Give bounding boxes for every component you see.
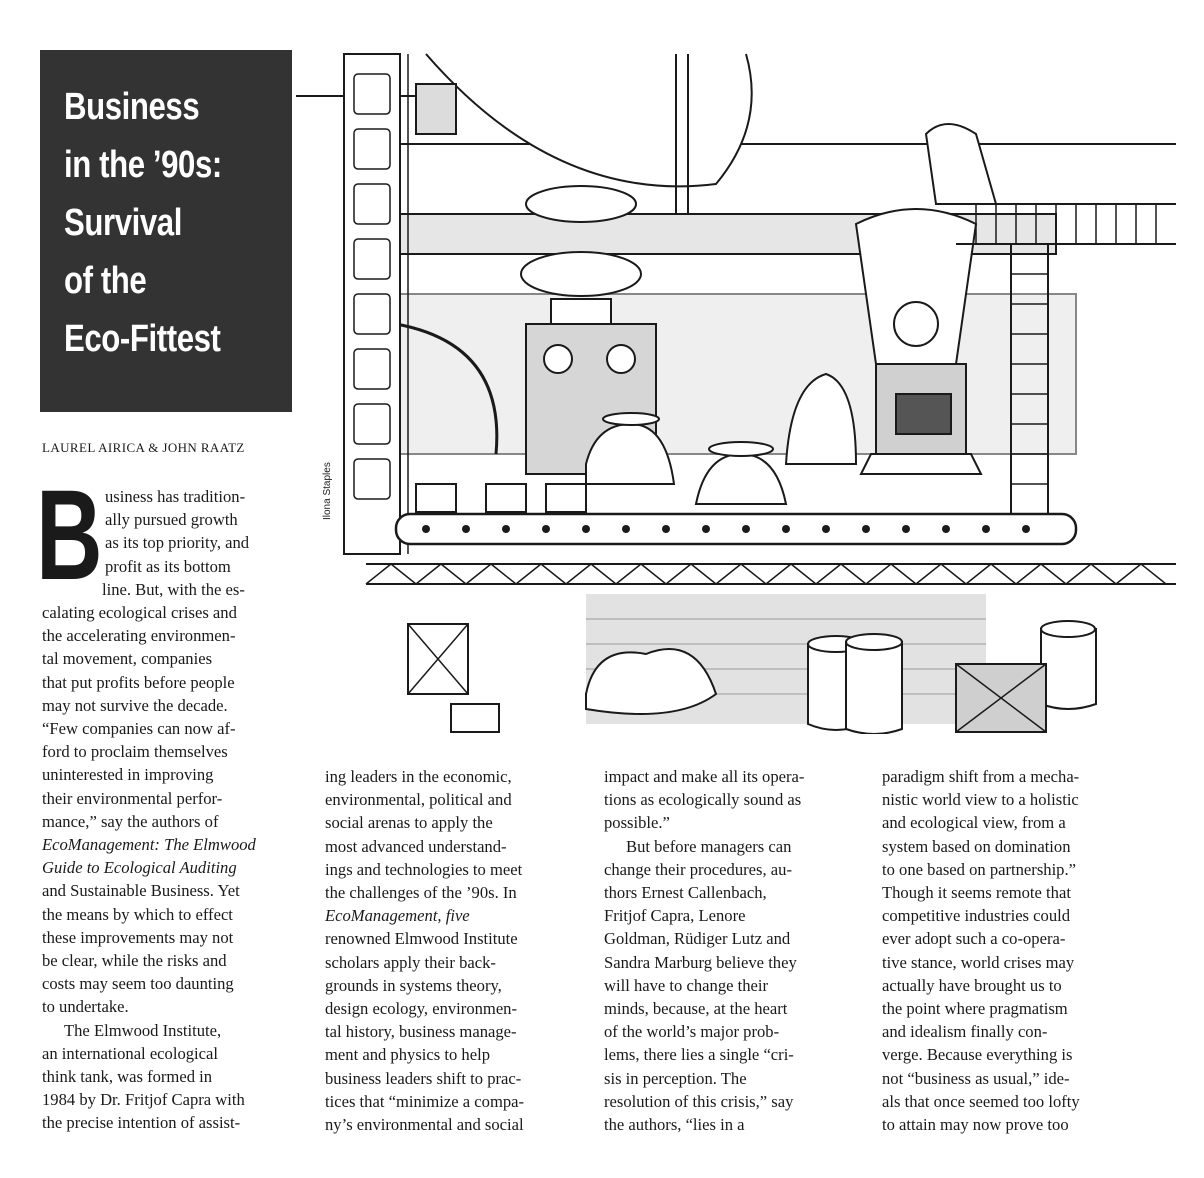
text-line: resolution of this crisis,” say bbox=[604, 1091, 794, 1111]
text-line: mance,” say the authors of bbox=[42, 811, 219, 831]
text-line: social arenas to apply the bbox=[325, 813, 493, 833]
text-line: tices that “minimize a compa- bbox=[325, 1091, 525, 1111]
text-line: ment and physics to help bbox=[325, 1045, 490, 1065]
text-line: uninterested in improving bbox=[42, 765, 214, 785]
text-line: an international ecological bbox=[42, 1043, 219, 1063]
text-line: their environmental perfor- bbox=[42, 788, 223, 808]
text-line: “Few companies can now af- bbox=[42, 719, 236, 739]
text-line: will have to change their bbox=[604, 975, 769, 995]
text-line: be clear, while the risks and bbox=[42, 951, 227, 971]
text-line: change their procedures, au- bbox=[604, 859, 792, 879]
text-line: paradigm shift from a mecha- bbox=[882, 767, 1080, 786]
article-column-3: impact and make all its opera- tions as … bbox=[604, 765, 804, 1136]
text-line: But before managers can bbox=[626, 836, 792, 856]
text-line: EcoManagement: The Elmwood bbox=[42, 833, 256, 856]
article-column-1-dropcap-block: usiness has tradition- ally pursued grow… bbox=[102, 485, 250, 601]
text-line: as its top priority, and bbox=[105, 533, 250, 553]
text-line: tions as ecologically sound as bbox=[604, 790, 802, 810]
headline-line: Survival bbox=[64, 202, 182, 244]
text-line: and idealism finally con- bbox=[882, 1022, 1048, 1042]
text-line: competitive industries could bbox=[882, 906, 1071, 926]
book-title-text: Guide to Ecological Auditing bbox=[42, 858, 237, 878]
text-line: calating ecological crises and bbox=[42, 603, 237, 622]
text-line: scholars apply their back- bbox=[325, 952, 496, 972]
text-line: thors Ernest Callenbach, bbox=[604, 883, 767, 903]
text-line: costs may seem too daunting bbox=[42, 974, 234, 994]
text-line: Sandra Marburg believe they bbox=[604, 952, 797, 972]
text-line: business leaders shift to prac- bbox=[325, 1068, 522, 1088]
article-column-4: paradigm shift from a mecha- nistic worl… bbox=[882, 765, 1080, 1136]
text-line: of the world’s major prob- bbox=[604, 1022, 780, 1042]
text-line: possible.” bbox=[604, 813, 670, 833]
text-line: profit as its bottom bbox=[105, 556, 231, 576]
text-line: ing leaders in the economic, bbox=[325, 767, 512, 786]
text-line: usiness has tradition- bbox=[105, 487, 246, 506]
text-line: environmental, political and bbox=[325, 790, 512, 810]
text-line: verge. Because everything is bbox=[882, 1045, 1073, 1065]
text-line: these improvements may not bbox=[42, 927, 234, 947]
text-line: grounds in systems theory, bbox=[325, 975, 502, 995]
text-line: to undertake. bbox=[42, 997, 129, 1017]
text-line: nistic world view to a holistic bbox=[882, 790, 1079, 810]
text-line: minds, because, at the heart bbox=[604, 999, 788, 1019]
book-title-text: EcoManagement, five bbox=[325, 906, 470, 926]
drop-cap: B bbox=[36, 464, 103, 607]
text-line: tal movement, companies bbox=[42, 649, 213, 669]
text-line: ford to proclaim themselves bbox=[42, 742, 228, 762]
headline-line: of the bbox=[64, 260, 147, 302]
text-line: the authors, “lies in a bbox=[604, 1115, 745, 1135]
text-line: renowned Elmwood Institute bbox=[325, 929, 518, 949]
text-line: ally pursued growth bbox=[105, 510, 238, 530]
text-line: sis in perception. The bbox=[604, 1068, 747, 1088]
text-line: the challenges of the ’90s. In bbox=[325, 883, 517, 903]
text-line: and ecological view, from a bbox=[882, 813, 1066, 833]
byline: LAUREL AIRICA & JOHN RAATZ bbox=[42, 440, 245, 455]
text-line: Fritjof Capra, Lenore bbox=[604, 906, 746, 926]
text-line: line. But, with the es- bbox=[102, 579, 245, 599]
text-line: ever adopt such a co-opera- bbox=[882, 929, 1066, 949]
text-line: design ecology, environmen- bbox=[325, 999, 518, 1019]
text-line: most advanced understand- bbox=[325, 836, 507, 856]
book-title-text: EcoManagement: The Elmwood bbox=[42, 835, 256, 855]
factory-illustration bbox=[296, 44, 1178, 734]
text-line: impact and make all its opera- bbox=[604, 767, 805, 786]
article-column-1: calating ecological crises and the accel… bbox=[42, 601, 256, 1135]
headline-line: Business bbox=[64, 86, 200, 128]
text-line: EcoManagement, five bbox=[325, 904, 524, 927]
headline-line: in the ’90s: bbox=[64, 144, 222, 186]
text-line: lems, there lies a single “cri- bbox=[604, 1045, 794, 1065]
text-line: not “business as usual,” ide- bbox=[882, 1068, 1070, 1088]
text-line: ny’s environmental and social bbox=[325, 1115, 524, 1135]
article-column-2: ing leaders in the economic, environment… bbox=[325, 765, 524, 1136]
text-line: Guide to Ecological Auditing bbox=[42, 856, 256, 879]
text-line: may not survive the decade. bbox=[42, 695, 228, 715]
text-line: ings and technologies to meet bbox=[325, 859, 523, 879]
text-line: and Sustainable Business. Yet bbox=[42, 881, 240, 901]
text-line: als that once seemed too lofty bbox=[882, 1091, 1080, 1111]
headline-box: Business in the ’90s: Survival of the Ec… bbox=[40, 50, 292, 412]
text-line: to one based on partnership.” bbox=[882, 859, 1076, 879]
headline-line: Eco-Fittest bbox=[64, 318, 221, 360]
text-line: 1984 by Dr. Fritjof Capra with bbox=[42, 1090, 245, 1110]
text-line: Though it seems remote that bbox=[882, 883, 1071, 903]
text-line: to attain may now prove too bbox=[882, 1115, 1069, 1135]
text-line: Goldman, Rüdiger Lutz and bbox=[604, 929, 791, 949]
illustration-credit: Ilona Staples bbox=[322, 462, 333, 520]
text-line: tal history, business manage- bbox=[325, 1022, 517, 1042]
text-line: actually have brought us to bbox=[882, 975, 1062, 995]
text-line: the point where pragmatism bbox=[882, 999, 1068, 1019]
text-line: system based on domination bbox=[882, 836, 1071, 856]
text-line: the precise intention of assist- bbox=[42, 1113, 241, 1133]
text-line: tive stance, world crises may bbox=[882, 952, 1075, 972]
text-line: The Elmwood Institute, bbox=[64, 1020, 222, 1040]
text-line: that put profits before people bbox=[42, 672, 235, 692]
text-line: the means by which to effect bbox=[42, 904, 233, 924]
text-line: the accelerating environmen- bbox=[42, 626, 236, 646]
text-line: think tank, was formed in bbox=[42, 1067, 213, 1087]
